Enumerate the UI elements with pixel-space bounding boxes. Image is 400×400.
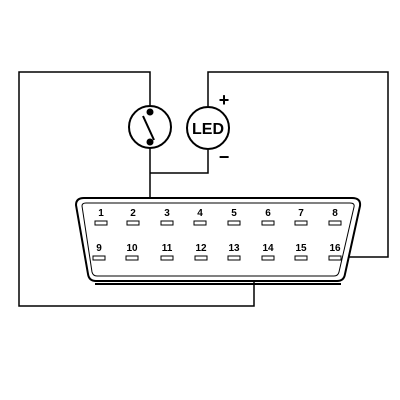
pin-number-12: 12 [195, 243, 207, 254]
pin-slot-8 [328, 220, 342, 226]
switch-icon [128, 105, 172, 149]
pin-number-13: 13 [228, 243, 240, 254]
pin-slot-11 [160, 255, 174, 261]
pin-slot-12 [194, 255, 208, 261]
pin-slot-1 [94, 220, 108, 226]
pin-slot-2 [126, 220, 140, 226]
pin-slot-7 [294, 220, 308, 226]
led-label: LED [192, 121, 224, 138]
pin-number-9: 9 [96, 243, 102, 254]
obd-connector [74, 197, 362, 285]
pin-number-11: 11 [162, 243, 173, 254]
pin-number-3: 3 [164, 208, 170, 219]
led-icon: LED + − [186, 90, 230, 167]
pin-slot-3 [160, 220, 174, 226]
wire-led-minus [150, 150, 209, 174]
pin-slot-13 [227, 255, 241, 261]
pin-slot-15 [294, 255, 308, 261]
pin-slot-5 [227, 220, 241, 226]
pin-number-2: 2 [130, 208, 136, 219]
pin-number-1: 1 [98, 208, 104, 219]
pin-slot-4 [193, 220, 207, 226]
pin-slot-16 [328, 255, 342, 261]
pin-number-6: 6 [265, 208, 271, 219]
led-minus-sign: − [219, 147, 230, 167]
pin-number-5: 5 [231, 208, 237, 219]
led-plus-sign: + [219, 90, 230, 110]
pin-number-7: 7 [298, 208, 304, 219]
pin-number-4: 4 [197, 208, 203, 219]
wire-led-plus-to-pin16 [207, 71, 389, 258]
pin-number-8: 8 [332, 208, 338, 219]
pin-slot-14 [261, 255, 275, 261]
pin-number-15: 15 [295, 243, 307, 254]
pin-number-16: 16 [329, 243, 341, 254]
pin-number-10: 10 [126, 243, 138, 254]
pin-slot-10 [125, 255, 139, 261]
pin-slot-6 [261, 220, 275, 226]
pin-number-14: 14 [262, 243, 274, 254]
pin-slot-9 [92, 255, 106, 261]
